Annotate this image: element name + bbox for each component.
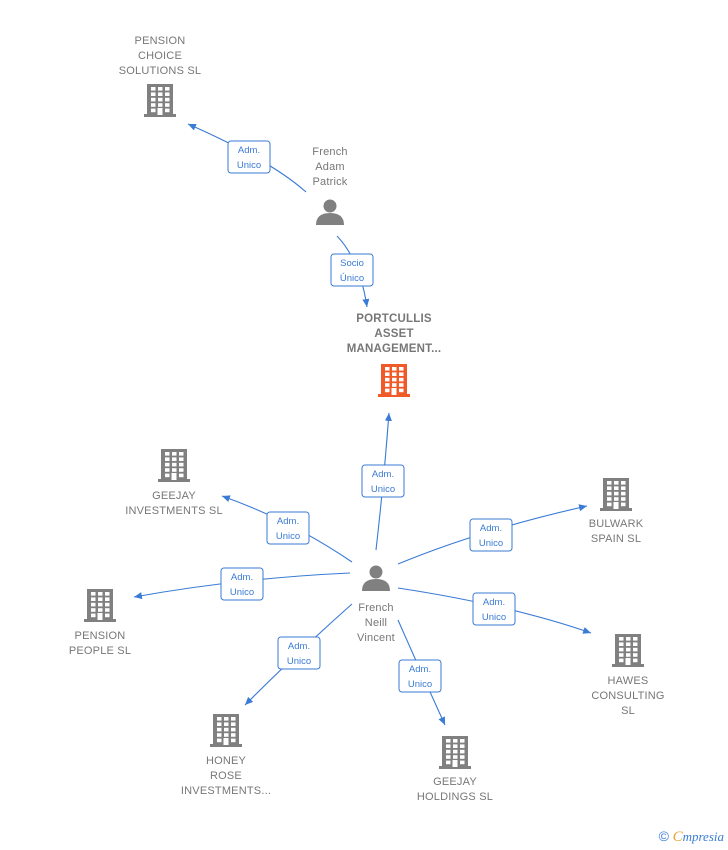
building-icon bbox=[378, 364, 410, 397]
relation-badge[interactable] bbox=[469, 518, 513, 552]
relation-badge[interactable] bbox=[266, 511, 310, 545]
relation-label-line: Socio bbox=[340, 258, 364, 269]
relation-label-line: Adm. bbox=[277, 516, 299, 527]
node-hawes[interactable]: HAWES CONSULTING SL bbox=[591, 634, 664, 717]
relation-badge[interactable] bbox=[227, 140, 271, 174]
node-label-line: CHOICE bbox=[138, 50, 182, 62]
node-label-line: CONSULTING bbox=[591, 690, 664, 702]
relation-label-line: Unico bbox=[371, 484, 395, 495]
relation-badge[interactable] bbox=[220, 567, 264, 601]
copyright-symbol: © bbox=[658, 828, 669, 844]
relation-badge[interactable] bbox=[472, 592, 516, 626]
relation-label-line: Unico bbox=[479, 538, 503, 549]
node-label-line: SOLUTIONS SL bbox=[119, 65, 201, 77]
relation-label-line: Unico bbox=[482, 612, 506, 623]
node-label-line: HOLDINGS SL bbox=[417, 791, 493, 803]
relation-label-line: Adm. bbox=[409, 664, 431, 675]
node-honey-rose[interactable]: HONEY ROSE INVESTMENTS... bbox=[181, 714, 271, 797]
relation-badge[interactable] bbox=[361, 464, 405, 498]
relation-label-line: Adm. bbox=[483, 597, 505, 608]
node-pension-choice[interactable]: PENSION CHOICE SOLUTIONS SL bbox=[119, 35, 201, 117]
node-label-line: GEEJAY bbox=[433, 776, 477, 788]
node-label-line: Neill bbox=[365, 617, 387, 629]
building-icon bbox=[612, 634, 644, 667]
node-label-line: Patrick bbox=[312, 176, 347, 188]
relation-label-line: Unico bbox=[287, 656, 311, 667]
relation-label-line: Único bbox=[340, 273, 364, 284]
brand-initial: C bbox=[672, 829, 683, 845]
edge-french_adam-to-pension_choice: Adm. Unico bbox=[187, 123, 307, 193]
edge-french_neill-to-pension_people: Adm. Unico bbox=[133, 567, 351, 601]
relation-badge[interactable] bbox=[398, 659, 442, 693]
node-label-line: PEOPLE SL bbox=[69, 645, 131, 657]
node-label-line: HONEY bbox=[206, 755, 247, 767]
relation-label-line: Unico bbox=[408, 679, 432, 690]
node-label-line: HAWES bbox=[608, 675, 649, 687]
node-label-line: PORTCULLIS bbox=[356, 313, 432, 325]
relation-label-line: Adm. bbox=[231, 572, 253, 583]
person-icon bbox=[316, 199, 344, 225]
node-label-line: SL bbox=[621, 705, 635, 717]
node-label-line: PENSION bbox=[75, 630, 126, 642]
node-label-line: Adam bbox=[315, 161, 345, 173]
node-label-line: PENSION bbox=[135, 35, 186, 47]
building-icon bbox=[600, 478, 632, 511]
node-bulwark[interactable]: BULWARK SPAIN SL bbox=[589, 478, 644, 545]
edge-french_neill-to-geejay_hold: Adm. Unico bbox=[397, 619, 446, 726]
building-icon bbox=[84, 589, 116, 622]
node-label-line: ROSE bbox=[210, 770, 242, 782]
relation-label-line: Adm. bbox=[372, 469, 394, 480]
node-label-line: SPAIN SL bbox=[591, 533, 641, 545]
relation-badge[interactable] bbox=[330, 253, 374, 287]
node-label-line: ASSET bbox=[374, 328, 413, 340]
edge-french_neill-to-geejay_inv: Adm. Unico bbox=[221, 495, 353, 563]
relation-label-line: Unico bbox=[230, 587, 254, 598]
node-label-line: INVESTMENTS... bbox=[181, 785, 271, 797]
node-label-line: French bbox=[312, 146, 347, 158]
node-geejay-inv[interactable]: GEEJAY INVESTMENTS SL bbox=[125, 449, 223, 517]
node-label-line: GEEJAY bbox=[152, 490, 196, 502]
node-label-line: BULWARK bbox=[589, 518, 644, 530]
node-label-line: French bbox=[358, 602, 393, 614]
relation-label-line: Unico bbox=[237, 160, 261, 171]
brand-name: mpresia bbox=[682, 829, 724, 844]
building-icon bbox=[439, 736, 471, 769]
relation-label-line: Adm. bbox=[238, 145, 260, 156]
relation-label-line: Unico bbox=[276, 531, 300, 542]
node-label-line: INVESTMENTS SL bbox=[125, 505, 223, 517]
edge-french_neill-to-hawes: Adm. Unico bbox=[397, 587, 592, 634]
node-label-line: Vincent bbox=[357, 632, 395, 644]
relation-label-line: Adm. bbox=[288, 641, 310, 652]
node-geejay-hold[interactable]: GEEJAY HOLDINGS SL bbox=[417, 736, 493, 803]
relation-badge[interactable] bbox=[277, 636, 321, 670]
building-icon bbox=[144, 84, 176, 117]
building-icon bbox=[158, 449, 190, 482]
edge-french_neill-to-honey_rose: Adm. Unico bbox=[244, 603, 353, 706]
node-portcullis[interactable]: PORTCULLIS ASSET MANAGEMENT... bbox=[347, 313, 442, 397]
person-icon bbox=[362, 565, 390, 591]
node-label-line: MANAGEMENT... bbox=[347, 343, 442, 355]
node-pension-people[interactable]: PENSION PEOPLE SL bbox=[69, 589, 131, 657]
footer-brand[interactable]: © Cmpresia bbox=[659, 828, 724, 846]
building-icon bbox=[210, 714, 242, 747]
edge-french_neill-to-bulwark: Adm. Unico bbox=[397, 504, 588, 565]
relation-label-line: Adm. bbox=[480, 523, 502, 534]
edges-layer: Adm.UnicoSocioÚnicoAdm.UnicoAdm.UnicoAdm… bbox=[133, 123, 592, 726]
edge-french_neill-to-portcullis: Adm. Unico bbox=[361, 412, 405, 551]
